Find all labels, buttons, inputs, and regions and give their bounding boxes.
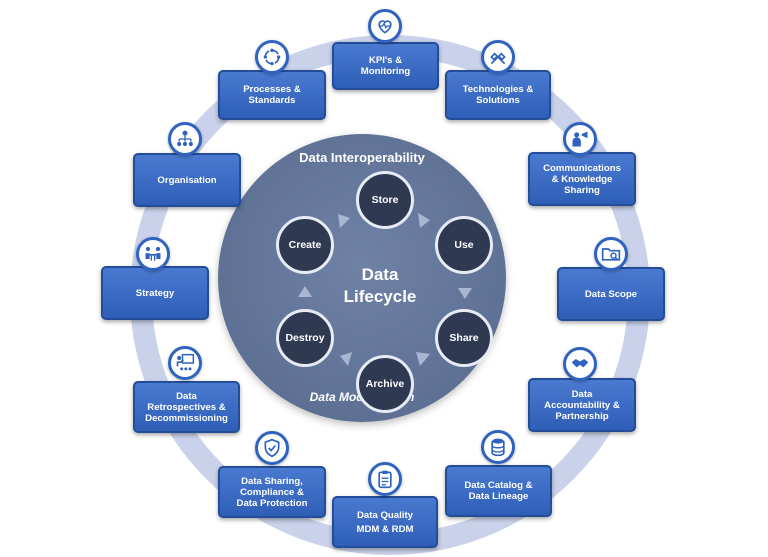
pillar-catalog-line1: Data Catalog & xyxy=(464,480,533,491)
clipboard-checklist-icon xyxy=(368,462,402,496)
center-title: Data Lifecycle xyxy=(330,264,430,308)
pillar-data-catalog-lineage: Data Catalog &Data Lineage xyxy=(445,465,552,517)
pillar-retro-line2: Retrospectives & xyxy=(147,401,226,413)
arrow-destroy-create xyxy=(298,286,312,297)
arrow-share-archive xyxy=(416,352,430,366)
arrow-archive-destroy xyxy=(340,352,352,366)
pillar-retro-line1: Data xyxy=(176,390,197,402)
pillar-processes-line2: Standards xyxy=(248,95,296,106)
pillar-comms-line2: & Knowledge xyxy=(551,173,613,185)
pillar-accountability-line3: Partnership xyxy=(555,410,609,422)
pillar-organisation: Organisation xyxy=(133,153,241,207)
pillar-catalog-line2: Data Lineage xyxy=(468,491,529,502)
stage-use: Use xyxy=(435,216,493,274)
arrow-store-use xyxy=(418,213,430,228)
folder-search-icon xyxy=(594,237,628,271)
org-chart-icon xyxy=(168,122,202,156)
pillar-scope-line1: Data Scope xyxy=(584,288,638,300)
pillar-accountability-line2: Accountability & xyxy=(544,399,620,411)
pillar-strategy: Strategy xyxy=(101,266,209,320)
stage-create: Create xyxy=(276,216,334,274)
pillar-quality-line1: Data Quality xyxy=(357,509,413,521)
pillar-processes-standards: Processes &Standards xyxy=(218,70,326,120)
process-cycle-icon xyxy=(255,40,289,74)
pillar-comms-line3: Sharing xyxy=(564,184,600,196)
pillar-kpi-monitoring: KPI's &Monitoring xyxy=(332,42,439,90)
arrow-create-store xyxy=(338,214,350,228)
stage-store: Store xyxy=(356,171,414,229)
pillar-kpi-line1: KPI's & xyxy=(368,55,403,66)
pillar-sharing-line2: Compliance & xyxy=(240,486,304,498)
pillar-sharing-line1: Data Sharing, xyxy=(241,475,303,487)
pillar-data-sharing-compliance-protection: Data Sharing,Compliance &Data Protection xyxy=(218,466,326,518)
pillar-comms-line1: Communications xyxy=(543,162,621,174)
handshake-icon xyxy=(563,347,597,381)
stage-share: Share xyxy=(435,309,493,367)
pillar-retro-line3: Decommissioning xyxy=(145,412,228,424)
arrow-use-share xyxy=(458,288,472,299)
stage-archive: Archive xyxy=(356,355,414,413)
stage-destroy: Destroy xyxy=(276,309,334,367)
shield-check-icon xyxy=(255,431,289,465)
pillar-tech-line1: Technologies & xyxy=(462,84,534,95)
pillar-accountability-line1: Data xyxy=(571,388,593,400)
pillar-data-scope: Data Scope xyxy=(557,267,665,321)
center-title-line1: Data xyxy=(361,265,399,284)
heart-monitor-icon xyxy=(368,9,402,43)
tools-icon xyxy=(481,40,515,74)
pillar-tech-line2: Solutions xyxy=(476,95,520,106)
pillar-processes-line1: Processes & xyxy=(243,84,301,95)
meeting-icon xyxy=(136,237,170,271)
presenter-icon xyxy=(563,122,597,156)
pillar-sharing-line3: Data Protection xyxy=(236,497,308,509)
pillar-organisation-line1: Organisation xyxy=(157,174,217,186)
pillar-kpi-line2: Monitoring xyxy=(360,66,411,77)
pillar-strategy-line1: Strategy xyxy=(135,287,175,299)
pillar-technologies-solutions: Technologies &Solutions xyxy=(445,70,551,120)
pillar-quality-line2: MDM & RDM xyxy=(356,523,414,535)
presentation-audience-icon xyxy=(168,346,202,380)
center-title-line2: Lifecycle xyxy=(343,287,417,306)
disc-top-label: Data Interoperability xyxy=(299,150,425,165)
database-icon xyxy=(481,430,515,464)
